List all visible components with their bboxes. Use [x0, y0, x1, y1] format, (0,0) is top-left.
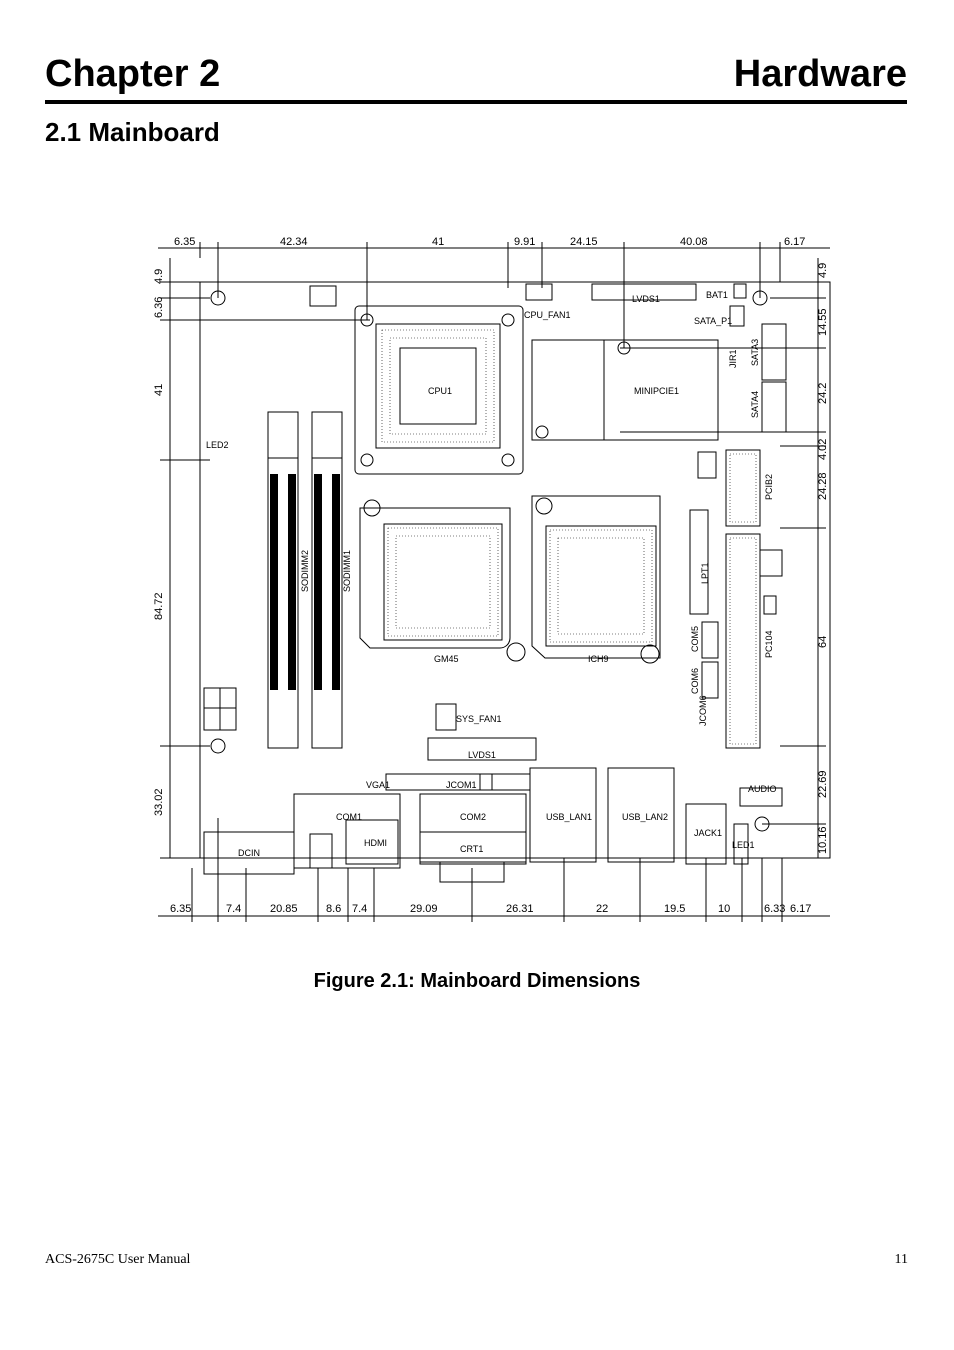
- label-cpu: CPU1: [428, 386, 452, 396]
- section-title: 2.1 Mainboard: [45, 117, 220, 147]
- dim-left-5: 33.02: [153, 788, 165, 816]
- label-crt: CRT1: [460, 844, 483, 854]
- label-minipcie: MINIPCIE1: [634, 386, 679, 396]
- label-lpt: LPT1: [700, 562, 710, 584]
- label-pcib2: PCIB2: [764, 474, 774, 500]
- dim-right-7: 22.69: [817, 770, 829, 798]
- label-sata3: SATA3: [750, 339, 760, 366]
- dim-bottom-8: 22: [596, 903, 608, 915]
- dim-top-7: 6.17: [784, 236, 805, 248]
- label-com6: COM6: [690, 668, 700, 694]
- dim-top-4: 9.91: [514, 236, 535, 248]
- dim-bottom-1: 6.35: [170, 903, 191, 915]
- dim-top-1: 6.35: [174, 236, 195, 248]
- mainboard-drawing: 6.35 42.34 41 9.91 24.15 40.08 6.17 6.35…: [153, 236, 831, 922]
- dim-left-3: 41: [153, 384, 165, 396]
- dim-right-3: 24.2: [817, 383, 829, 404]
- label-vga: VGA1: [366, 780, 390, 790]
- label-sata-p: SATA_P1: [694, 316, 732, 326]
- label-ich9: ICH9: [588, 654, 609, 664]
- label-usb-lan1: USB_LAN1: [546, 812, 592, 822]
- dim-right-6: 64: [817, 636, 829, 648]
- dim-bottom-5: 7.4: [352, 903, 367, 915]
- label-hdmi: HDMI: [364, 838, 387, 848]
- dim-bottom-12: 6.17: [790, 903, 811, 915]
- chapter-header: Chapter 2 Hardware: [45, 52, 907, 104]
- label-lvds: LVDS1: [468, 750, 496, 760]
- chapter-title: Hardware: [733, 53, 907, 95]
- label-audio: AUDIO: [748, 784, 777, 794]
- dim-bottom-6: 29.09: [410, 903, 438, 915]
- dim-top-6: 40.08: [680, 236, 708, 248]
- chapter-number: Chapter 2: [45, 53, 221, 95]
- label-lvds-top: LVDS1: [632, 294, 660, 304]
- label-com2: COM2: [460, 812, 486, 822]
- dim-left-2: 6.36: [153, 297, 165, 318]
- label-bat: BAT1: [706, 290, 728, 300]
- dim-top-3: 41: [432, 236, 444, 248]
- dim-bottom-4: 8.6: [326, 903, 341, 915]
- dim-bottom-9: 19.5: [664, 903, 685, 915]
- mainboard-diagram: 6.35 42.34 41 9.91 24.15 40.08 6.17 6.35…: [150, 228, 840, 928]
- label-sodimm1: SODIMM1: [342, 550, 352, 592]
- dim-bottom-10: 10: [718, 903, 730, 915]
- dim-right-2: 14.55: [817, 308, 829, 336]
- label-com1: COM1: [336, 812, 362, 822]
- dim-right-1: 4.9: [817, 263, 829, 278]
- label-jcom: JCOM6: [698, 695, 708, 726]
- label-usb-lan2: USB_LAN2: [622, 812, 668, 822]
- label-sodimm2: SODIMM2: [300, 550, 310, 592]
- dim-bottom-2: 7.4: [226, 903, 241, 915]
- label-cpu-fan: CPU_FAN1: [524, 310, 571, 320]
- label-led2: LED2: [206, 440, 229, 450]
- label-pc104: PC104: [764, 630, 774, 658]
- dim-right-4: 4.02: [817, 439, 829, 460]
- dim-top-2: 42.34: [280, 236, 308, 248]
- label-sys-fan: SYS_FAN1: [456, 714, 502, 724]
- dim-right-5: 24.28: [817, 472, 829, 500]
- figure-caption: Figure 2.1: Mainboard Dimensions: [313, 970, 641, 992]
- label-com5: COM5: [690, 626, 700, 652]
- dim-right-8: 10.16: [817, 826, 829, 854]
- label-com1-pin: JCOM1: [446, 780, 477, 790]
- footer-page-number: 11: [894, 1252, 908, 1267]
- label-jir: JIR1: [728, 349, 738, 368]
- board-outline: [199, 281, 831, 859]
- dim-bottom-7: 26.31: [506, 903, 534, 915]
- dim-bottom-11: 6.33: [764, 903, 785, 915]
- dim-bottom-3: 20.85: [270, 903, 298, 915]
- footer-manual-title: ACS-2675C User Manual: [45, 1252, 191, 1267]
- label-dcin: DCIN: [238, 848, 260, 858]
- dim-top-5: 24.15: [570, 236, 598, 248]
- dim-left-4: 84.72: [153, 592, 165, 620]
- label-jack: JACK1: [694, 828, 722, 838]
- label-gm45: GM45: [434, 654, 459, 664]
- label-led1: LED1: [732, 840, 755, 850]
- label-sata4: SATA4: [750, 391, 760, 418]
- dim-left-1: 4.9: [153, 269, 165, 284]
